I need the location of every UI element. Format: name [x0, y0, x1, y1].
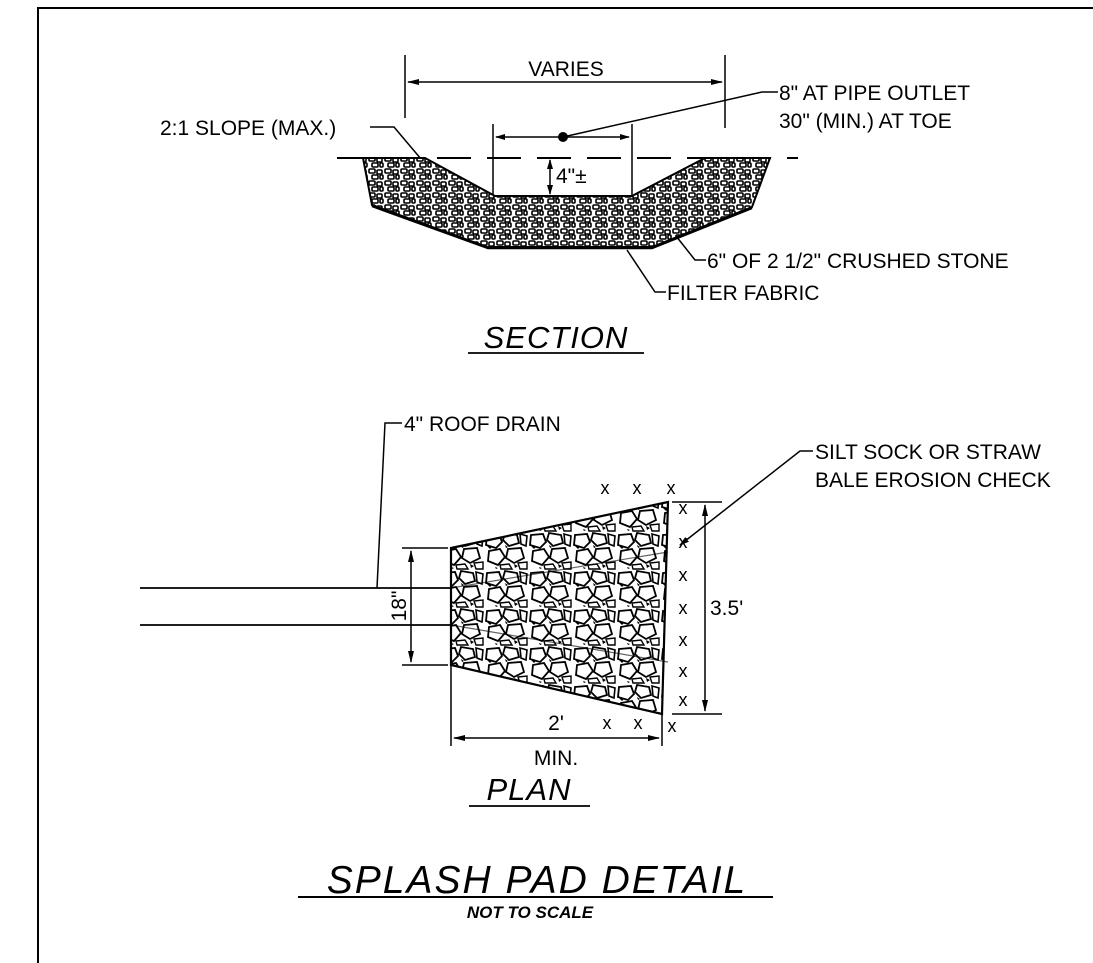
plan-view: 4" ROOF DRAIN 18" x x x x x x x x x x x: [140, 413, 1051, 807]
rock-splash-pad: [449, 500, 670, 716]
svg-text:x: x: [679, 598, 688, 618]
label-sock-line2: BALE EROSION CHECK: [815, 469, 1051, 492]
drain-leader: [376, 422, 402, 589]
detail-title-block: SPLASH PAD DETAIL NOT TO SCALE: [298, 859, 773, 922]
label-sock-line1: SILT SOCK OR STRAW: [815, 441, 1041, 464]
label-drain: 4" ROOF DRAIN: [404, 413, 561, 436]
sheet-border: [37, 7, 1093, 963]
svg-text:x: x: [668, 716, 677, 736]
section-view: VARIES 8" AT PIPE OUTLET 30" (MIN.) AT T…: [160, 55, 1009, 355]
dim-height: 3.5': [710, 597, 743, 620]
stone-leader: [675, 235, 706, 261]
plan-title: PLAN: [487, 772, 572, 807]
detail-subtitle: NOT TO SCALE: [467, 903, 594, 922]
dim-varies: VARIES: [528, 58, 603, 81]
svg-text:x: x: [679, 565, 688, 585]
svg-text:x: x: [634, 713, 643, 733]
detail-title: SPLASH PAD DETAIL: [327, 859, 748, 902]
label-stone: 6" OF 2 1/2" CRUSHED STONE: [707, 250, 1009, 273]
svg-text:x: x: [679, 498, 688, 518]
svg-text:x: x: [601, 478, 610, 498]
svg-text:x: x: [679, 690, 688, 710]
svg-text:x: x: [667, 478, 676, 498]
dim-depth: 4"±: [556, 165, 587, 188]
dim-length: 2': [548, 712, 564, 735]
label-outlet-line2: 30" (MIN.) AT TOE: [779, 110, 952, 133]
svg-text:x: x: [679, 661, 688, 681]
filter-fabric-line: [371, 204, 753, 250]
svg-text:x: x: [679, 630, 688, 650]
svg-text:x: x: [603, 713, 612, 733]
label-slope: 2:1 SLOPE (MAX.): [160, 117, 336, 140]
label-fabric: FILTER FABRIC: [667, 282, 819, 305]
dim-width: 18": [388, 591, 411, 622]
dim-length-sub: MIN.: [534, 747, 578, 770]
sock-leader: [679, 450, 813, 546]
fabric-leader: [626, 249, 666, 293]
section-title: SECTION: [484, 320, 629, 355]
svg-text:x: x: [633, 478, 642, 498]
pipe-outlet-leader: [562, 91, 778, 138]
label-outlet-line1: 8" AT PIPE OUTLET: [779, 82, 970, 105]
